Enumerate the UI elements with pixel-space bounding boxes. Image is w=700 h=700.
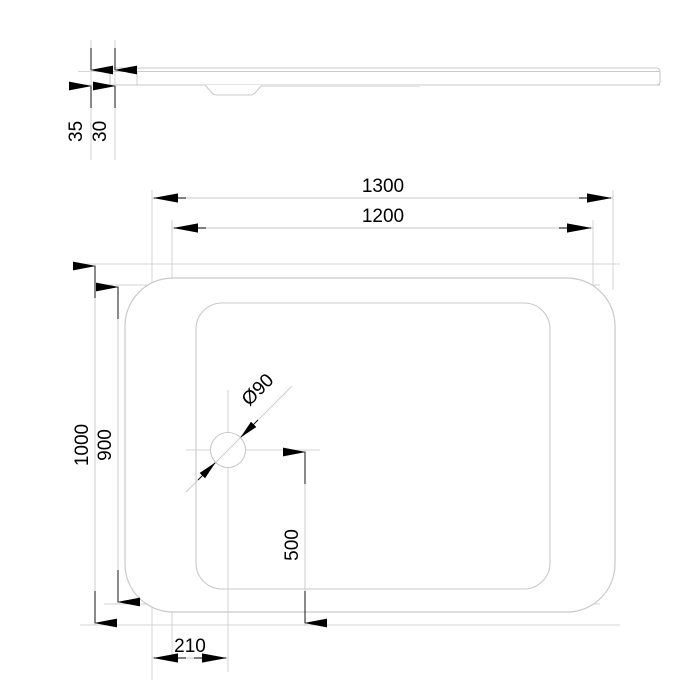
dimension-label-30: 30 bbox=[90, 121, 111, 142]
dimension-label-1300: 1300 bbox=[362, 176, 404, 197]
dimension-drain-offset-left: 210 bbox=[152, 636, 228, 663]
side-drain-boss bbox=[204, 84, 263, 96]
side-slab-outline bbox=[109, 67, 661, 86]
dimension-inner-depth: 900 bbox=[95, 282, 140, 607]
dimension-thickness-inner: 30 bbox=[90, 48, 137, 142]
dimension-label-35: 35 bbox=[66, 121, 87, 142]
dimension-label-210: 210 bbox=[174, 636, 206, 657]
dimension-overall-depth: 1000 bbox=[72, 261, 117, 628]
arrow-diameter-sw bbox=[197, 462, 216, 481]
arrow-diameter-ne bbox=[240, 419, 259, 438]
plan-view: Ø90 1300 1200 1000 900 bbox=[72, 176, 620, 680]
dimension-label-1000: 1000 bbox=[72, 424, 93, 466]
dimension-label-500: 500 bbox=[282, 529, 303, 561]
dimension-label-900: 900 bbox=[95, 429, 116, 461]
dimension-drain-offset-bottom: 500 bbox=[282, 447, 327, 628]
dimension-thickness-total: 35 bbox=[66, 48, 113, 142]
side-elevation-view: 35 30 bbox=[66, 40, 661, 160]
tray-inner-basin-outline bbox=[195, 302, 551, 590]
dimension-overall-width: 1300 bbox=[152, 176, 613, 203]
dimension-inner-width: 1200 bbox=[172, 206, 593, 233]
dimension-label-1200: 1200 bbox=[362, 206, 404, 227]
